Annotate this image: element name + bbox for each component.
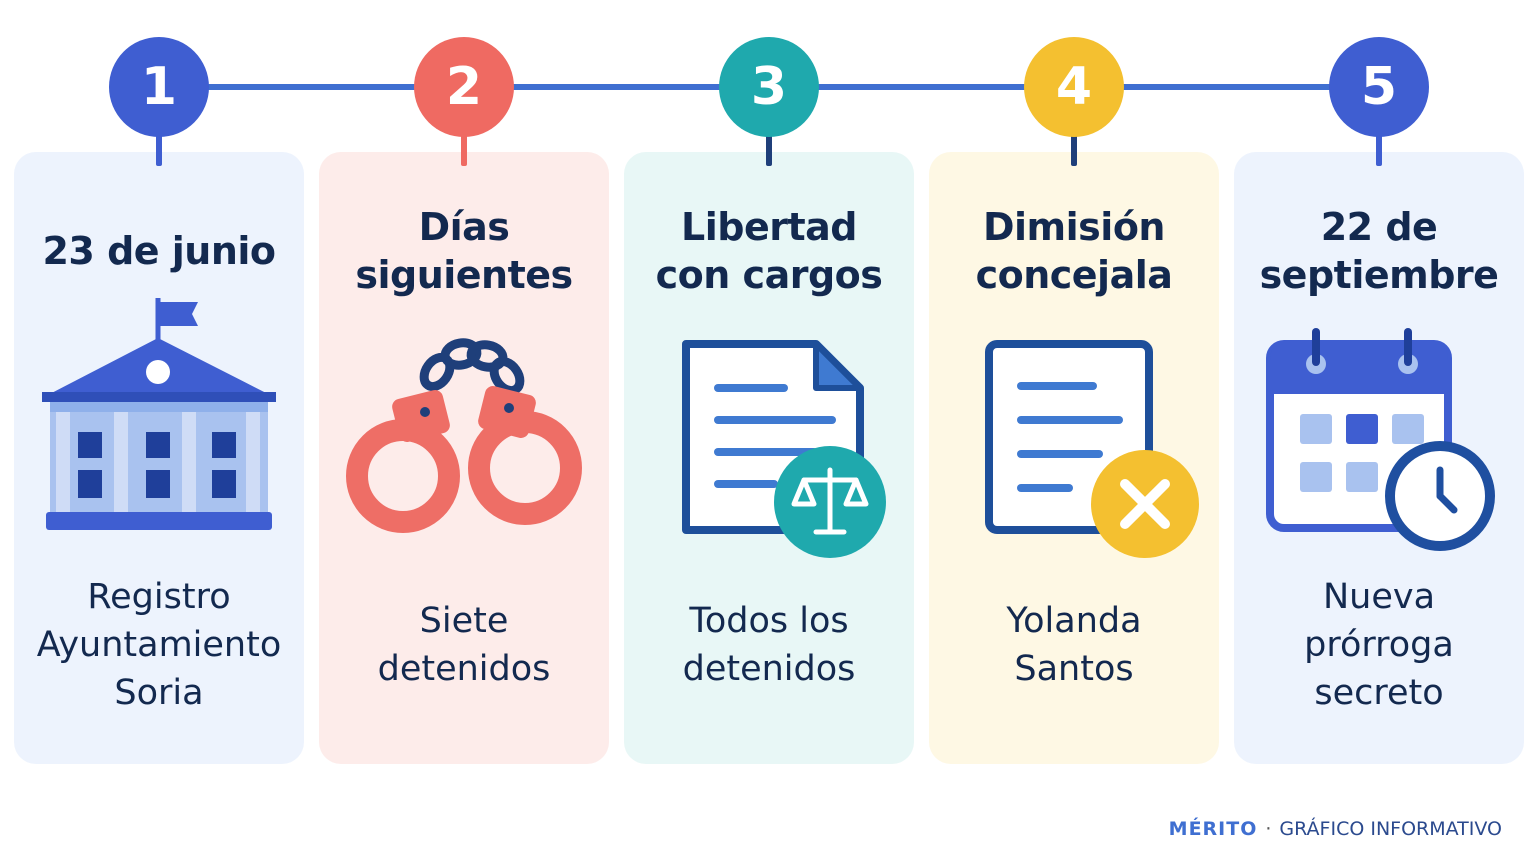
- step-number-badge: 3: [719, 37, 819, 137]
- handcuffs-icon: [346, 338, 582, 533]
- footer-label: GRÁFICO INFORMATIVO: [1279, 818, 1502, 840]
- step-caption: Todos los detenidos: [682, 601, 856, 689]
- step-number-badge: 4: [1024, 37, 1124, 137]
- timeline-step-1: 1 23 de junio Registro Ayuntamiento Sori…: [14, 0, 304, 780]
- step-number-badge: 1: [109, 37, 209, 137]
- step-title: 22 de septiembre: [1259, 205, 1499, 297]
- brand-name: MÉRITO: [1168, 818, 1258, 840]
- step-title: Libertad con cargos: [655, 205, 883, 297]
- footer-separator: ·: [1265, 818, 1272, 840]
- step-title: Días siguientes: [355, 205, 573, 297]
- timeline-step-2: 2 Días siguientes Siete detenidos: [319, 0, 609, 780]
- timeline-step-4: 4 Dimisión concejala Yolanda Santos: [929, 0, 1219, 780]
- town-hall-icon: [42, 298, 276, 530]
- step-title: Dimisión concejala: [975, 205, 1173, 297]
- step-number-badge: 2: [414, 37, 514, 137]
- step-stem: [766, 132, 772, 166]
- resignation-document-icon: [985, 340, 1199, 558]
- calendar-clock-icon: [1266, 328, 1495, 551]
- step-number-badge: 5: [1329, 37, 1429, 137]
- step-caption: Registro Ayuntamiento Soria: [36, 577, 282, 713]
- step-stem: [1071, 132, 1077, 166]
- footer-credit: MÉRITO · GRÁFICO INFORMATIVO: [1169, 818, 1502, 840]
- step-title: 23 de junio: [42, 229, 276, 273]
- step-stem: [461, 132, 467, 166]
- step-caption: Yolanda Santos: [1006, 601, 1142, 689]
- step-stem: [1376, 132, 1382, 166]
- legal-document-icon: [682, 340, 886, 558]
- step-caption: Siete detenidos: [377, 601, 551, 689]
- timeline-step-3: 3 Libertad con cargos Todos los detenido…: [624, 0, 914, 780]
- timeline-step-5: 5 22 de septiembre Nueva prórroga secret…: [1234, 0, 1524, 780]
- step-stem: [156, 132, 162, 166]
- step-caption: Nueva prórroga secreto: [1304, 577, 1454, 713]
